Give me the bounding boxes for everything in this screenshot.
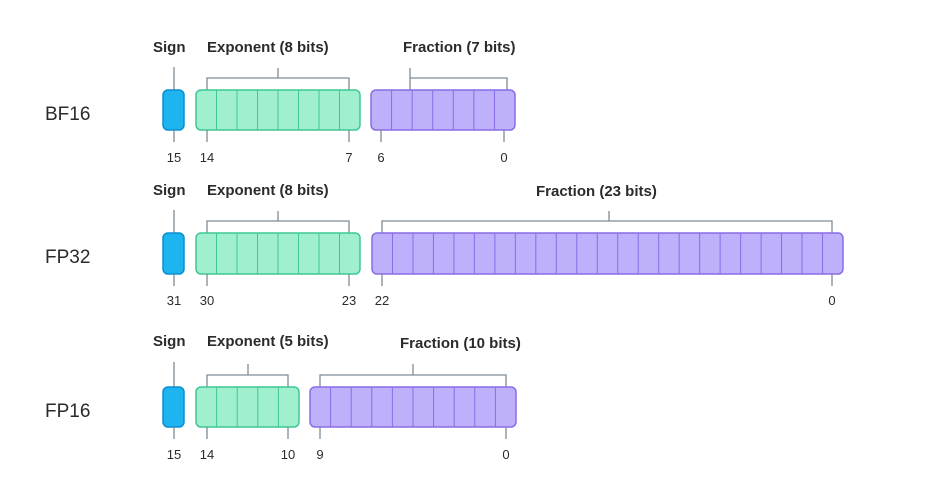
fraction-field-box (371, 232, 844, 275)
fraction-field-bf16 (370, 89, 516, 131)
format-row-fp32: FP32 Sign Exponent (8 bits) Fraction (23… (45, 182, 844, 308)
sign-bit-fp32 (162, 232, 185, 275)
exponent-label-bf16: Exponent (8 bits) (207, 39, 329, 56)
format-row-fp16: FP16 Sign Exponent (5 bits) Fraction (10… (45, 333, 521, 462)
bit-number-fraction-low-bf16: 0 (500, 150, 507, 165)
sign-label-fp16: Sign (153, 333, 186, 350)
exponent-label-fp32: Exponent (8 bits) (207, 182, 329, 199)
bit-number-sign-bf16: 15 (167, 150, 181, 165)
exponent-label-fp16: Exponent (5 bits) (207, 333, 329, 350)
sign-bit-bf16 (162, 89, 185, 131)
bit-number-fraction-high-bf16: 6 (377, 150, 384, 165)
fraction-field-fp32 (371, 232, 844, 275)
fraction-field-fp16 (309, 386, 517, 428)
bit-number-fraction-high-fp32: 22 (375, 293, 389, 308)
bit-number-exponent-low-fp32: 23 (342, 293, 356, 308)
exponent-bracket-bf16 (206, 68, 350, 90)
bit-number-sign-fp32: 31 (167, 293, 181, 308)
format-name-fp16: FP16 (45, 401, 90, 422)
bit-number-exponent-low-bf16: 7 (345, 150, 352, 165)
exponent-field-fp16 (195, 386, 300, 428)
bit-number-exponent-high-fp32: 30 (200, 293, 214, 308)
fraction-label-fp16: Fraction (10 bits) (400, 335, 521, 352)
fraction-field-box (370, 89, 516, 131)
sign-bit-fp16 (162, 386, 185, 428)
fraction-label-bf16: Fraction (7 bits) (403, 39, 516, 56)
bit-number-fraction-low-fp32: 0 (828, 293, 835, 308)
format-name-bf16: BF16 (45, 104, 90, 125)
bit-number-exponent-low-fp16: 10 (281, 447, 295, 462)
fraction-bracket-fp16 (319, 364, 507, 387)
exponent-field-box (195, 386, 300, 428)
bit-number-fraction-high-fp16: 9 (316, 447, 323, 462)
bit-number-fraction-low-fp16: 0 (502, 447, 509, 462)
fraction-label-fp32: Fraction (23 bits) (536, 183, 657, 200)
fraction-bracket-fp32 (381, 211, 833, 233)
exponent-field-fp32 (195, 232, 361, 275)
exponent-field-bf16 (195, 89, 361, 131)
fraction-bracket-bf16 (409, 68, 508, 90)
exponent-bracket-fp32 (206, 211, 350, 233)
sign-label-fp32: Sign (153, 182, 186, 199)
bit-number-sign-fp16: 15 (167, 447, 181, 462)
bit-number-exponent-high-bf16: 14 (200, 150, 214, 165)
format-row-bf16: BF16 Sign Exponent (8 bits) Fraction (7 … (45, 39, 516, 165)
sign-label-bf16: Sign (153, 39, 186, 56)
exponent-bracket-fp16 (206, 364, 289, 387)
bit-number-exponent-high-fp16: 14 (200, 447, 214, 462)
format-name-fp32: FP32 (45, 247, 90, 268)
